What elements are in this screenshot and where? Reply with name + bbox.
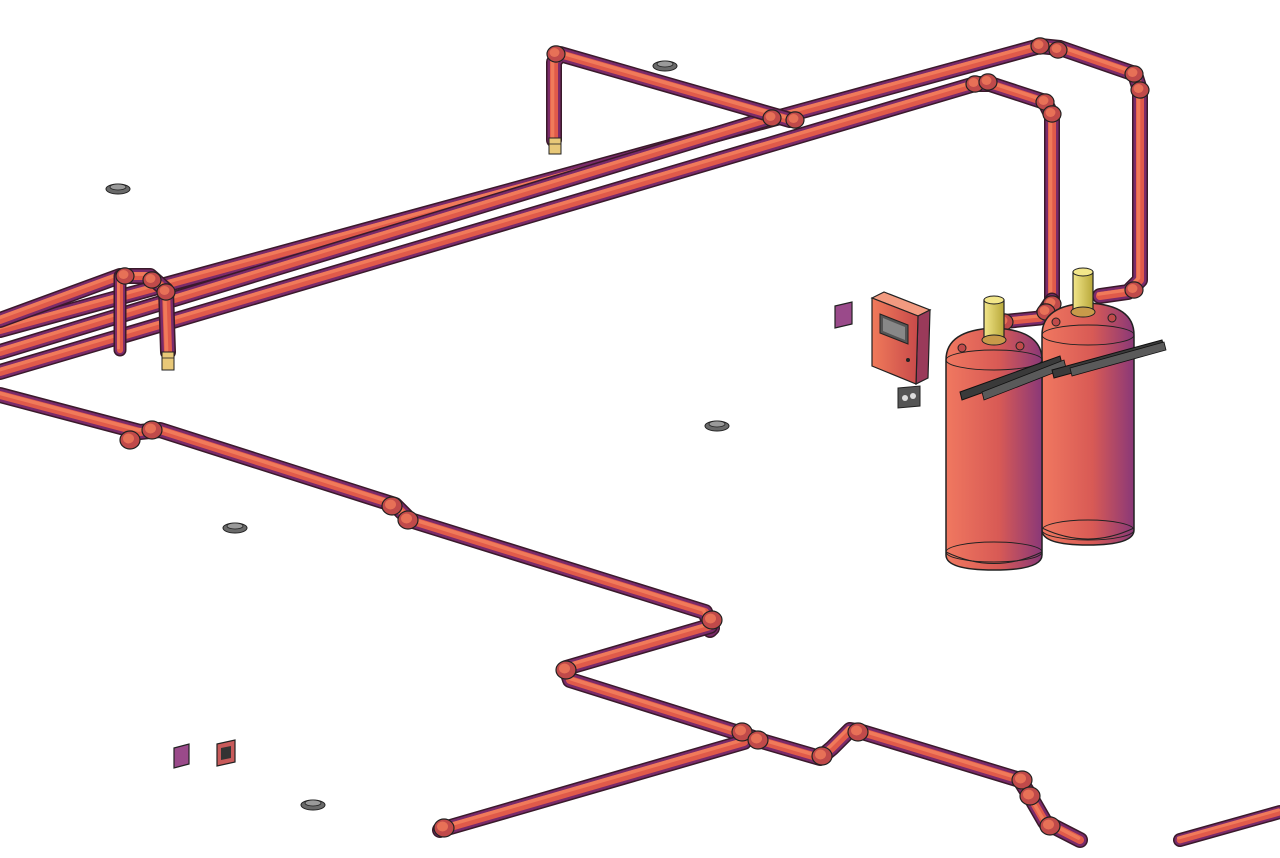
manual-release-device[interactable] [834,301,853,329]
sprinkler-head[interactable] [704,420,730,432]
pipe-fitting [1048,41,1068,59]
pipe-segment [559,619,1087,847]
pipe-fitting [747,730,769,750]
abort-switch-device[interactable] [216,739,236,767]
pipe-fitting [546,45,566,63]
discharge-nozzle[interactable] [548,137,562,155]
pipe-fitting [142,271,162,289]
cylinder-valve[interactable] [981,295,1007,346]
pipe-fitting [119,430,141,450]
pipe-segment [0,114,771,352]
pipe-fitting [1011,770,1033,790]
pipe-fitting [156,283,176,301]
pipe-segment [0,113,775,357]
pipe-segment [561,621,1085,845]
pipe-fitting [1035,93,1055,111]
pipe-fitting [555,660,577,680]
pipe-fitting [1124,65,1144,83]
pipe-fittings-front [119,420,1061,838]
pipe-segment [1176,808,1280,840]
control-panel[interactable] [870,291,932,409]
pipe-fitting [1030,37,1050,55]
pipe-fitting [731,722,753,742]
pipe-segment [1176,808,1280,844]
pipe-fitting [381,496,403,516]
pipe-fitting [433,818,455,838]
pipe-fitting [1130,81,1150,99]
pipe-fitting [115,267,135,285]
cylinder-valve[interactable] [1070,267,1096,318]
sprinkler-heads [105,60,730,811]
pipe-fitting [141,420,163,440]
pipe-segment [436,738,745,830]
pipe-fitting [1039,816,1061,836]
discharge-nozzles [161,137,562,371]
pipe-fitting [1019,786,1041,806]
pipe-segment [435,737,749,835]
agent-cylinder-front[interactable] [945,327,1043,571]
panel-keyswitch[interactable] [897,385,921,409]
sprinkler-head[interactable] [222,522,248,534]
pipe-segment [558,618,1088,848]
pipe-segment [0,387,720,638]
pipe-fitting [762,109,782,127]
agent-cylinders [945,267,1167,571]
pipe-fitting [811,746,833,766]
pipe-segment [0,80,1053,372]
manual-release-device[interactable] [173,743,190,769]
pipe-network [0,38,1148,380]
discharge-nozzle[interactable] [161,351,175,371]
pipe-fittings [115,37,1150,331]
pipe-segment [562,622,1081,840]
sprinkler-head[interactable] [300,799,326,811]
pipe-fitting [847,722,869,742]
pipe-fitting [1042,105,1062,123]
pipe-fitting [1124,281,1144,299]
pipe-fitting [397,510,419,530]
cylinder-bracket [959,339,1167,401]
sprinkler-head[interactable] [105,183,131,195]
agent-cylinder-rear[interactable] [1041,302,1135,546]
sprinkler-head[interactable] [652,60,678,72]
pipe-fitting [785,111,805,129]
pipe-fitting [978,73,998,91]
pipe-fitting [701,610,723,630]
wall-devices [173,301,853,769]
